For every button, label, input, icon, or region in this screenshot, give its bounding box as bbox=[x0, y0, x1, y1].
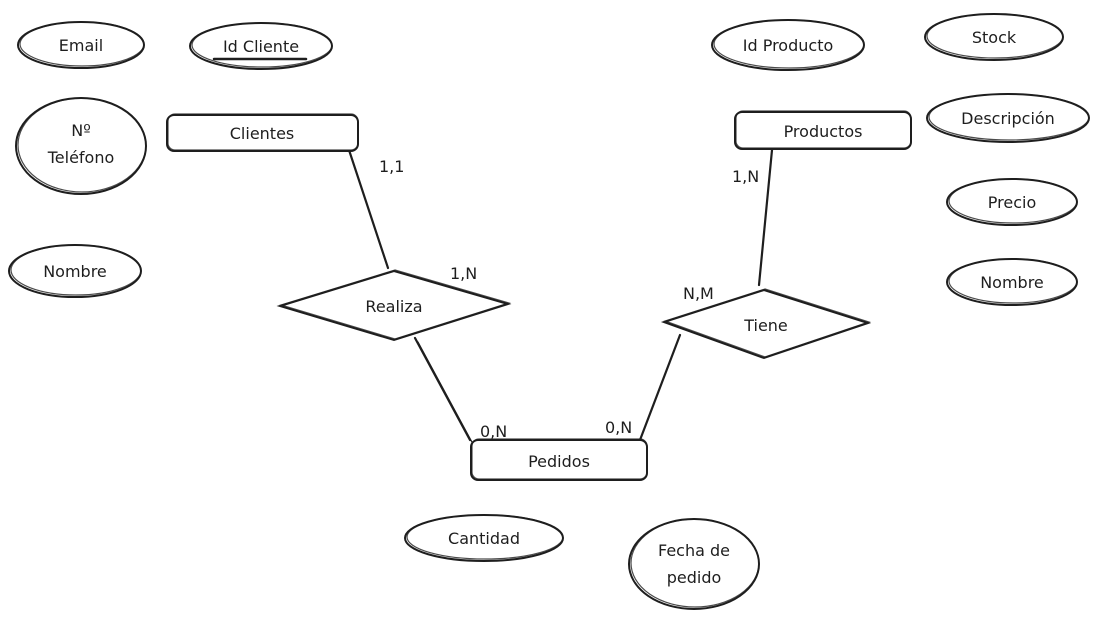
attribute-precio: Precio bbox=[946, 178, 1078, 226]
edge-clientes-realiza bbox=[347, 148, 390, 270]
cardinality-realiza-clientes: 1,N bbox=[450, 264, 477, 283]
entity-productos-label: Productos bbox=[784, 122, 863, 141]
cardinality-clientes-realiza: 1,1 bbox=[379, 157, 404, 176]
edge-realiza-pedidos bbox=[413, 336, 472, 442]
attribute-stock: Stock bbox=[924, 13, 1064, 61]
entity-clientes-label: Clientes bbox=[230, 124, 295, 143]
attribute-id-producto: Id Producto bbox=[711, 19, 865, 71]
relationship-tiene: Tiene bbox=[660, 288, 872, 360]
entity-productos: Productos bbox=[734, 110, 912, 150]
attribute-precio-label: Precio bbox=[988, 193, 1036, 212]
attribute-id-cliente: Id Cliente bbox=[189, 22, 333, 70]
edge-tiene-productos bbox=[757, 148, 774, 287]
relationship-tiene-label: Tiene bbox=[743, 316, 788, 335]
cardinality-realiza-pedidos: 0,N bbox=[480, 422, 507, 441]
relationship-realiza: Realiza bbox=[276, 269, 512, 342]
attribute-nombre-cliente-label: Nombre bbox=[43, 262, 107, 281]
cardinality-tiene-productos: N,M bbox=[683, 284, 714, 303]
attribute-fecha-line2: pedido bbox=[667, 568, 722, 587]
attribute-stock-label: Stock bbox=[972, 28, 1017, 47]
attribute-telefono-line1: Nº bbox=[71, 121, 91, 140]
cardinality-productos-tiene: 1,N bbox=[732, 167, 759, 186]
attribute-fecha-pedido: Fecha de pedido bbox=[628, 518, 760, 610]
entity-pedidos-label: Pedidos bbox=[528, 452, 590, 471]
entity-pedidos: Pedidos bbox=[470, 438, 648, 481]
edge-tiene-pedidos bbox=[638, 333, 682, 442]
attribute-email: Email bbox=[17, 21, 145, 69]
attribute-descripcion-label: Descripción bbox=[961, 109, 1055, 128]
attribute-cantidad-label: Cantidad bbox=[448, 529, 520, 548]
edge-realiza-pedidos-stroke2 bbox=[417, 341, 474, 445]
attribute-descripcion: Descripción bbox=[926, 93, 1090, 143]
attribute-nombre-producto: Nombre bbox=[946, 258, 1078, 306]
attribute-telefono: Nº Teléfono bbox=[15, 97, 147, 195]
attribute-cantidad: Cantidad bbox=[404, 514, 564, 562]
cardinality-tiene-pedidos: 0,N bbox=[605, 418, 632, 437]
attribute-nombre-cliente: Nombre bbox=[8, 244, 142, 298]
attribute-fecha-line1: Fecha de bbox=[658, 541, 730, 560]
attribute-telefono-line2: Teléfono bbox=[47, 148, 115, 167]
attribute-nombre-producto-label: Nombre bbox=[980, 273, 1044, 292]
relationship-realiza-label: Realiza bbox=[365, 297, 422, 316]
attribute-id-producto-label: Id Producto bbox=[743, 36, 834, 55]
attribute-id-cliente-label: Id Cliente bbox=[223, 37, 299, 56]
attribute-email-label: Email bbox=[59, 36, 103, 55]
entity-clientes: Clientes bbox=[166, 113, 359, 152]
